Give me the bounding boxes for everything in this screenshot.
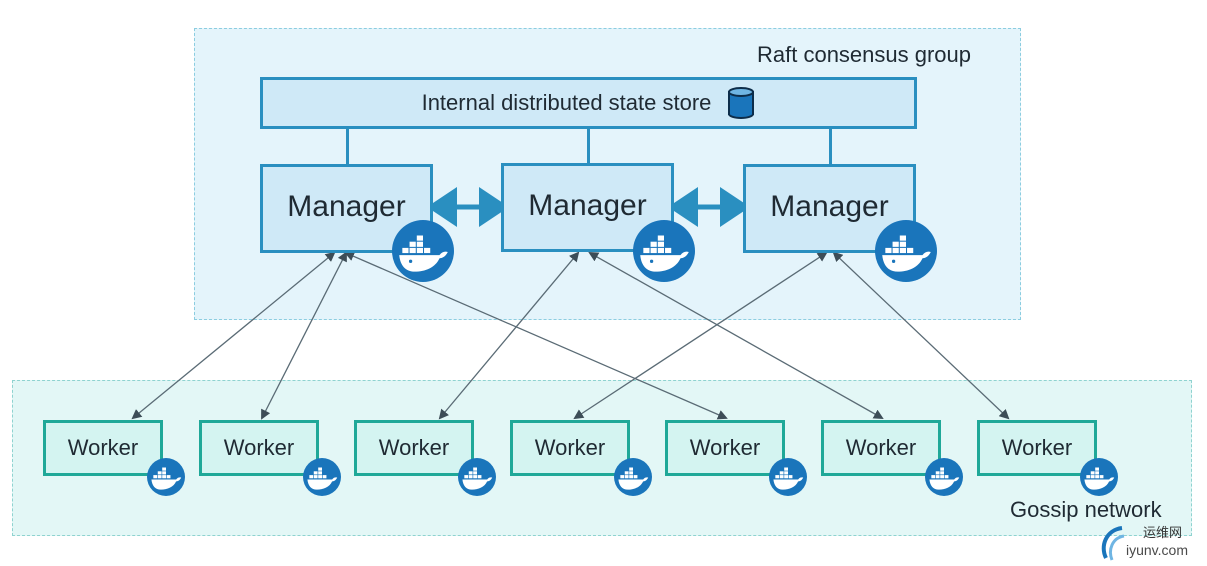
docker-whale-icon [633, 220, 695, 282]
worker-label: Worker [378, 435, 450, 460]
watermark-cn-text: 运维网 [1143, 525, 1183, 540]
manager-label: Manager [287, 189, 406, 223]
docker-whale-icon [1080, 458, 1118, 496]
worker-label: Worker [223, 435, 295, 460]
database-icon [728, 87, 755, 119]
manager-label: Manager [770, 189, 889, 223]
state-store-label: Internal distributed state store [421, 90, 712, 115]
docker-whale-icon [458, 458, 496, 496]
worker-node[interactable]: Worker [510, 420, 630, 476]
manager-worker-link [438, 251, 580, 420]
worker-node[interactable]: Worker [665, 420, 785, 476]
watermark-url-text: iyunv.com [1126, 542, 1188, 558]
worker-label: Worker [67, 435, 139, 460]
manager-label: Manager [528, 188, 647, 222]
state-store: Internal distributed state store [260, 77, 917, 129]
worker-label: Worker [534, 435, 606, 460]
manager-worker-link [261, 251, 347, 420]
docker-whale-icon [875, 220, 937, 282]
docker-whale-icon [147, 458, 185, 496]
manager-worker-link [832, 251, 1010, 420]
raft-group-label: Raft consensus group [757, 42, 972, 67]
worker-label: Worker [845, 435, 917, 460]
worker-label: Worker [689, 435, 761, 460]
worker-node[interactable]: Worker [821, 420, 941, 476]
worker-label: Worker [1001, 435, 1073, 460]
gossip-group-label: Gossip network [1010, 497, 1162, 522]
manager-node[interactable]: Manager [501, 163, 674, 252]
manager-worker-link [573, 251, 828, 420]
store-connector [587, 128, 590, 164]
worker-node[interactable]: Worker [43, 420, 163, 476]
store-connector [829, 128, 832, 164]
docker-whale-icon [769, 458, 807, 496]
worker-node[interactable]: Worker [977, 420, 1097, 476]
docker-whale-icon [303, 458, 341, 496]
store-connector [346, 128, 349, 164]
watermark-logo-icon [1101, 526, 1125, 561]
worker-node[interactable]: Worker [354, 420, 474, 476]
docker-whale-icon [614, 458, 652, 496]
worker-node[interactable]: Worker [199, 420, 319, 476]
docker-whale-icon [925, 458, 963, 496]
docker-whale-icon [392, 220, 454, 282]
